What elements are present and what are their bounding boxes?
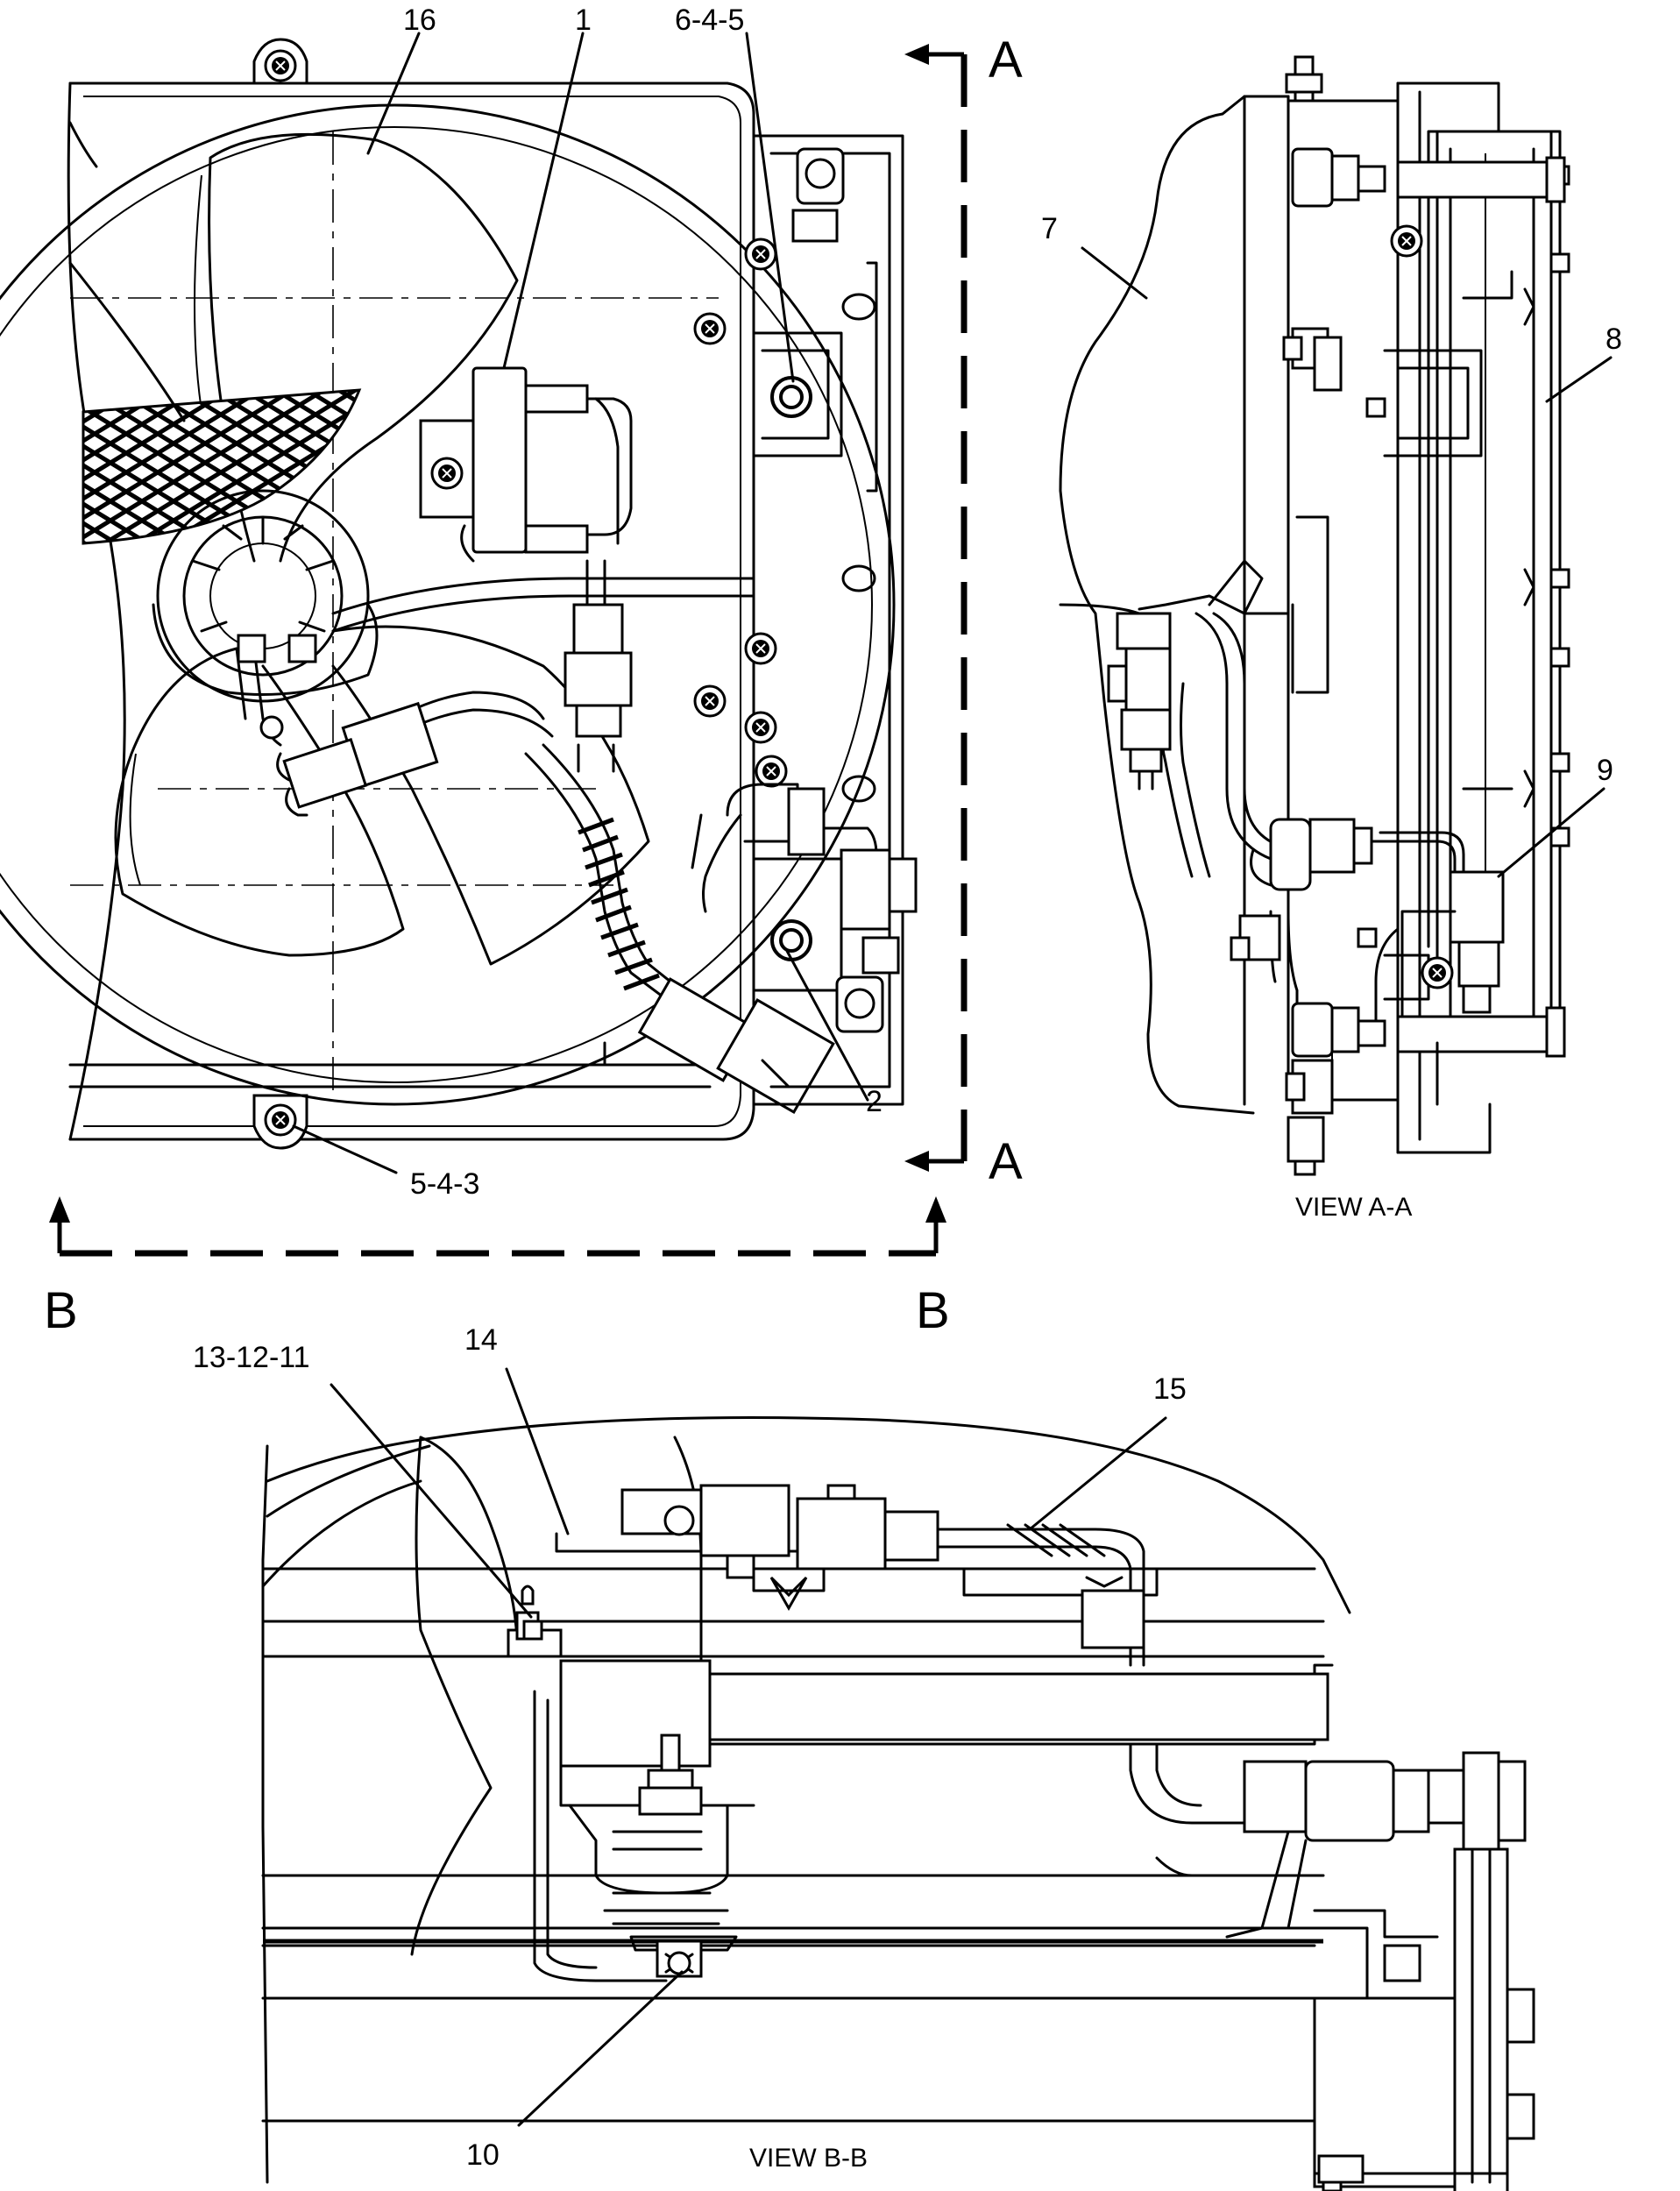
front-view	[0, 38, 918, 1150]
section-arrow-icon	[904, 1151, 929, 1172]
callout-10: 10	[466, 2138, 500, 2172]
mesh-grille	[82, 388, 362, 545]
view-a-a	[1059, 55, 1570, 1176]
bolt-icon	[755, 755, 788, 788]
bolt-icon	[744, 632, 777, 665]
section-arrow-icon	[49, 1196, 70, 1223]
bolt-icon	[264, 49, 297, 82]
callout-1: 1	[575, 4, 592, 37]
callout-13-12-11: 13-12-11	[193, 1341, 310, 1374]
bolt-icon	[1421, 956, 1454, 989]
bolt-icon	[744, 238, 777, 271]
labels: 16 1 6-4-5 5-4-3 2 7 8 9 13-12-11 14 15 …	[44, 4, 1622, 2173]
section-line-b	[49, 1196, 946, 1257]
bolt-icon	[744, 711, 777, 744]
callout-5-4-3: 5-4-3	[410, 1167, 479, 1201]
callout-15: 15	[1153, 1372, 1187, 1406]
callout-16: 16	[403, 4, 436, 37]
callout-2: 2	[866, 1085, 883, 1118]
bolt-icon	[693, 684, 727, 718]
bolt-icon	[1390, 224, 1423, 258]
conduit-ribs	[578, 817, 660, 991]
section-arrow-icon	[925, 1196, 946, 1223]
bolt-icon	[430, 457, 464, 490]
callout-6-4-5: 6-4-5	[675, 4, 744, 37]
nut-icon	[770, 919, 812, 961]
nut-icon	[770, 376, 812, 418]
callout-7: 7	[1041, 212, 1058, 245]
section-letter-a-bottom: A	[989, 1133, 1023, 1190]
callout-9: 9	[1597, 754, 1613, 787]
bolt-icon	[693, 312, 727, 345]
view-b-b	[261, 1416, 1535, 2191]
section-arrow-icon	[904, 44, 929, 65]
leader-lines	[292, 32, 1613, 2127]
caption-view-b-b: VIEW B-B	[749, 2144, 868, 2173]
section-letter-b-left: B	[44, 1282, 78, 1339]
section-letter-b-right: B	[916, 1282, 950, 1339]
callout-8: 8	[1606, 323, 1622, 356]
caption-view-a-a: VIEW A-A	[1295, 1193, 1412, 1222]
callout-14: 14	[464, 1323, 498, 1357]
section-letter-a-top: A	[989, 32, 1023, 89]
fan-blade	[208, 132, 519, 563]
bolt-icon	[264, 1103, 297, 1137]
section-line-a	[904, 44, 968, 1172]
